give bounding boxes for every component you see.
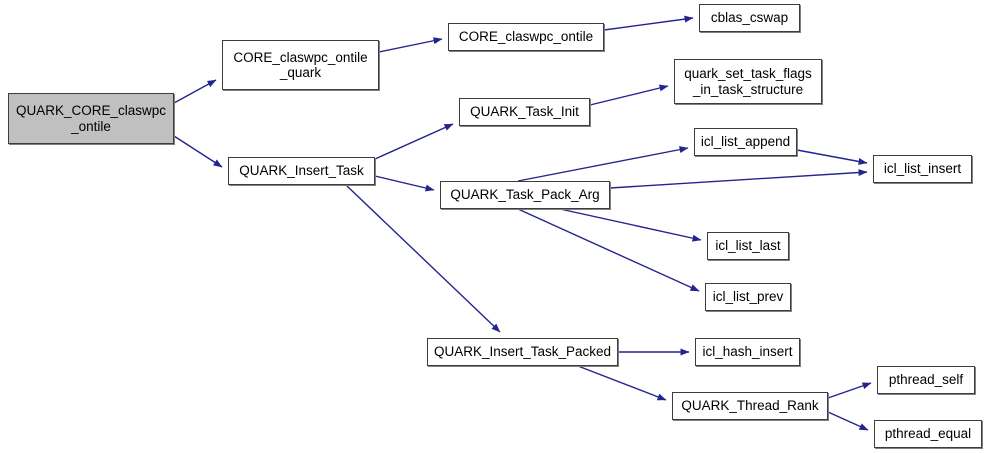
node-quark_insert_task_packed[interactable]: QUARK_Insert_Task_Packed bbox=[427, 338, 618, 366]
node-quark_set_task_flags[interactable]: quark_set_task_flags _in_task_structure bbox=[674, 59, 822, 104]
node-icl_list_prev[interactable]: icl_list_prev bbox=[705, 283, 791, 311]
call-edge-quark_task_pack_arg-to-icl_list_last bbox=[559, 208, 702, 242]
node-label-cblas_cswap: cblas_cswap bbox=[710, 10, 789, 26]
node-cblas_cswap[interactable]: cblas_cswap bbox=[699, 4, 800, 32]
node-icl_list_last[interactable]: icl_list_last bbox=[707, 232, 789, 260]
call-edge-quark_task_init-to-quark_set_task_flags bbox=[589, 84, 669, 106]
node-label-core_claswpc_ontile_quark: CORE_claswpc_ontile _quark bbox=[233, 49, 368, 81]
node-label-core_claswpc_ontile: CORE_claswpc_ontile bbox=[458, 29, 594, 45]
node-label-quark_insert_task_packed: QUARK_Insert_Task_Packed bbox=[433, 344, 612, 360]
node-label-quark_task_init: QUARK_Task_Init bbox=[470, 104, 579, 120]
node-icl_hash_insert[interactable]: icl_hash_insert bbox=[695, 338, 800, 366]
call-edge-root-to-quark_insert_task bbox=[173, 135, 223, 168]
node-icl_list_append[interactable]: icl_list_append bbox=[694, 128, 797, 156]
call-edge-quark_task_pack_arg-to-icl_list_prev bbox=[517, 208, 700, 292]
node-label-icl_list_prev: icl_list_prev bbox=[712, 289, 784, 305]
call-edge-quark_insert_task-to-quark_task_init bbox=[374, 123, 454, 160]
node-icl_list_insert[interactable]: icl_list_insert bbox=[873, 155, 972, 183]
call-edge-quark_insert_task-to-quark_task_pack_arg bbox=[374, 175, 435, 192]
node-label-root: QUARK_CORE_claswpc _ontile bbox=[15, 103, 167, 134]
node-quark_task_init[interactable]: QUARK_Task_Init bbox=[459, 98, 590, 126]
node-label-quark_set_task_flags: quark_set_task_flags _in_task_structure bbox=[684, 66, 812, 97]
node-label-icl_list_append: icl_list_append bbox=[700, 134, 791, 150]
node-label-icl_list_last: icl_list_last bbox=[715, 238, 781, 254]
call-edge-quark_task_pack_arg-to-icl_list_append bbox=[517, 146, 689, 182]
node-pthread_equal[interactable]: pthread_equal bbox=[874, 420, 982, 448]
node-pthread_self[interactable]: pthread_self bbox=[877, 366, 975, 394]
node-label-pthread_self: pthread_self bbox=[888, 372, 964, 388]
call-edge-icl_list_append-to-icl_list_insert bbox=[796, 149, 868, 165]
call-edge-quark_thread_rank-to-pthread_self bbox=[827, 382, 872, 399]
call-edge-core_claswpc_ontile-to-cblas_cswap bbox=[603, 15, 694, 31]
node-label-icl_list_insert: icl_list_insert bbox=[883, 161, 962, 177]
node-label-quark_task_pack_arg: QUARK_Task_Pack_Arg bbox=[450, 187, 600, 203]
call-edge-core_claswpc_ontile_quark-to-core_claswpc_ontile bbox=[378, 37, 443, 53]
call-edge-quark_thread_rank-to-pthread_equal bbox=[827, 411, 869, 431]
node-label-quark_insert_task: QUARK_Insert_Task bbox=[239, 163, 364, 179]
call-edge-quark_insert_task-to-quark_insert_task_packed bbox=[346, 185, 501, 333]
call-edge-quark_task_pack_arg-to-icl_list_insert bbox=[609, 169, 868, 189]
node-core_claswpc_ontile_quark[interactable]: CORE_claswpc_ontile _quark bbox=[222, 40, 379, 90]
node-label-pthread_equal: pthread_equal bbox=[884, 426, 972, 442]
call-edge-root-to-core_claswpc_ontile_quark bbox=[173, 79, 217, 104]
node-label-quark_thread_rank: QUARK_Thread_Rank bbox=[681, 398, 819, 414]
node-root[interactable]: QUARK_CORE_claswpc _ontile bbox=[8, 93, 174, 144]
node-quark_task_pack_arg[interactable]: QUARK_Task_Pack_Arg bbox=[440, 181, 610, 209]
node-core_claswpc_ontile[interactable]: CORE_claswpc_ontile bbox=[448, 23, 604, 51]
node-label-icl_hash_insert: icl_hash_insert bbox=[702, 344, 793, 360]
node-quark_insert_task[interactable]: QUARK_Insert_Task bbox=[228, 157, 375, 185]
node-quark_thread_rank[interactable]: QUARK_Thread_Rank bbox=[672, 392, 828, 420]
call-edge-quark_insert_task_packed-to-quark_thread_rank bbox=[577, 365, 667, 401]
